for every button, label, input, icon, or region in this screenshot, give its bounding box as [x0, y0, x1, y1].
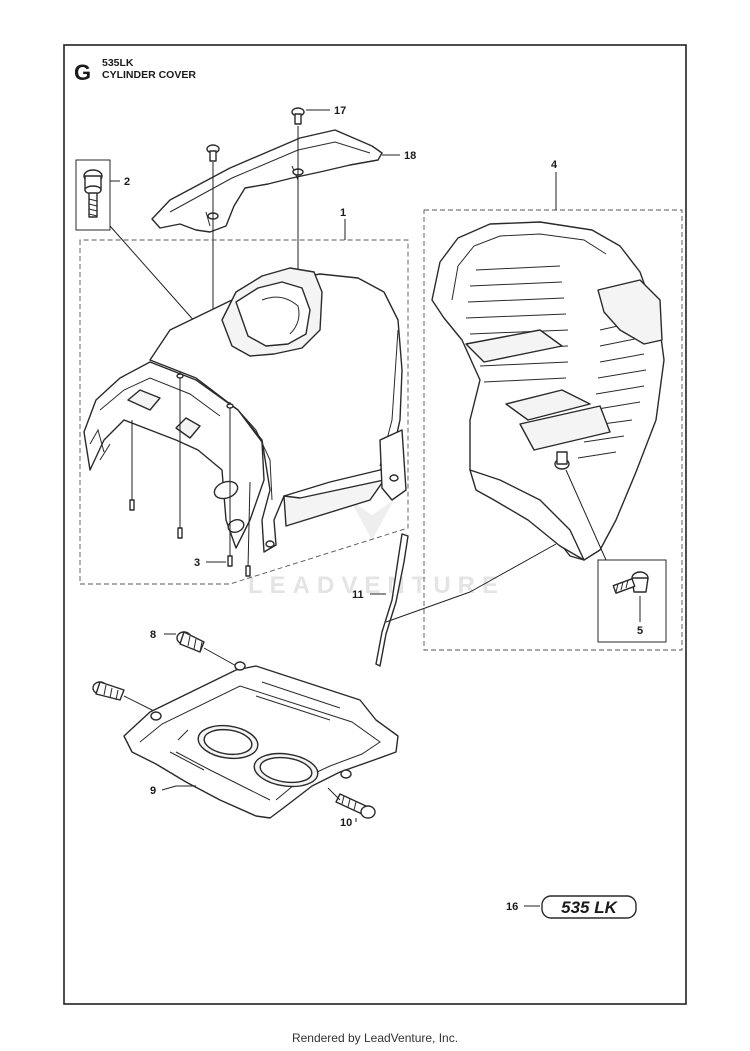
part-1-cylinder-cover	[83, 267, 407, 577]
part-2-box	[75, 159, 111, 231]
part-1-dashed-outline	[79, 239, 409, 585]
part-4-group	[423, 172, 683, 651]
footer-credit: Rendered by LeadVenture, Inc.	[291, 1031, 459, 1045]
part-5-box	[597, 559, 667, 643]
callout-18: 16	[506, 901, 518, 913]
watermark-text: LEADVENTURE	[248, 572, 505, 599]
part-17-shield	[151, 129, 383, 233]
part-4-dashed-outline	[423, 209, 683, 651]
callout-2: 2	[124, 176, 130, 188]
callout-11: 11	[352, 589, 364, 601]
section-letter: G	[74, 60, 91, 85]
callout-4: 4	[551, 159, 558, 171]
part-10-screw	[327, 787, 376, 822]
part-18-decal: 535 LK	[524, 895, 637, 919]
callout-3: 3	[194, 557, 200, 569]
model-label: 535LK	[102, 57, 134, 69]
callout-9: 9	[150, 785, 156, 797]
callout-8: 8	[150, 629, 156, 641]
callout-1: 1	[340, 207, 346, 219]
part-1-group	[79, 219, 409, 585]
section-title: CYLINDER COVER	[102, 69, 196, 81]
callout-16: 17	[334, 105, 346, 117]
decal-plate	[541, 895, 637, 919]
part-4-side-cover	[431, 221, 665, 561]
callout-17: 18	[404, 150, 416, 162]
part-11-seal	[370, 533, 557, 667]
diagram-frame	[63, 44, 687, 1005]
part-16-screw	[206, 107, 330, 162]
callout-5: 5	[637, 625, 643, 637]
part-9-skid-plate	[123, 661, 399, 819]
part-5-screw	[597, 559, 667, 643]
part-8-screws	[92, 631, 241, 713]
decal-text: 535 LK	[561, 898, 618, 917]
callout-10: 10	[340, 817, 352, 829]
